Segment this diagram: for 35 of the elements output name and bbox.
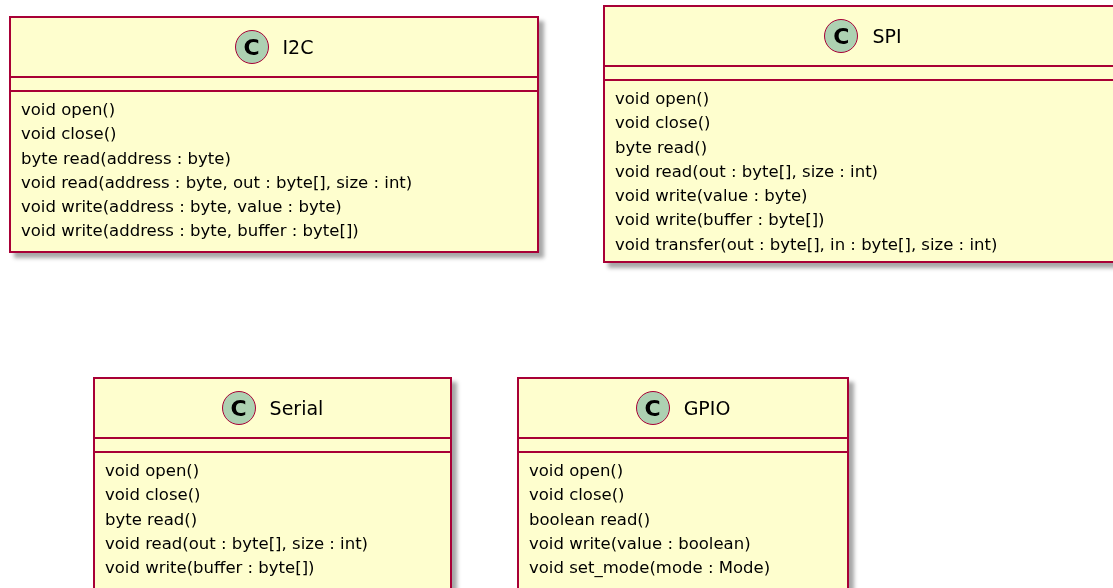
class-box — [9, 16, 539, 253]
method-signature: void close() — [615, 112, 711, 135]
method-signature: void open() — [529, 460, 624, 482]
method-signature: void open() — [21, 99, 116, 121]
method-signature: void read(out : byte[], size : int) — [105, 532, 369, 555]
class-name: Serial — [269, 397, 324, 419]
method-signature: void write(address : byte, value : byte) — [21, 196, 342, 219]
method-signature: boolean read() — [529, 508, 651, 531]
class-icon: C — [635, 391, 670, 425]
method-signature: void close() — [105, 484, 201, 507]
class-icon: C — [234, 30, 269, 64]
class-icon: C — [824, 19, 859, 53]
method-signature: void write(buffer : byte[]) — [105, 557, 315, 580]
method-signature: void set_mode(mode : Mode) — [529, 557, 771, 580]
method-signature: void write(buffer : byte[]) — [615, 209, 825, 232]
class-name: GPIO — [683, 397, 731, 419]
method-signature: byte read(address : byte) — [21, 147, 231, 170]
method-signature: void write(value : byte) — [615, 185, 808, 208]
method-signature: void close() — [529, 484, 625, 507]
method-signature: byte read() — [105, 508, 198, 531]
method-signature: void write(value : boolean) — [529, 532, 751, 555]
method-signature: byte read() — [615, 136, 708, 159]
class-box — [517, 377, 849, 588]
class-name: I2C — [282, 36, 314, 58]
class-icon: C — [221, 391, 256, 425]
class-box — [603, 5, 1113, 263]
method-signature: void close() — [21, 123, 117, 146]
method-signature: void transfer(out : byte[], in : byte[], size : int) — [615, 233, 998, 256]
method-signature: void read(out : byte[], size : int) — [615, 160, 879, 183]
method-signature: void write(address : byte, buffer : byte[]) — [21, 220, 359, 243]
method-signature: void open() — [615, 88, 710, 110]
class-name: SPI — [872, 25, 902, 47]
method-signature: void open() — [105, 460, 200, 482]
method-signature: void read(address : byte, out : byte[], size : int) — [21, 171, 413, 194]
class-box — [93, 377, 452, 588]
